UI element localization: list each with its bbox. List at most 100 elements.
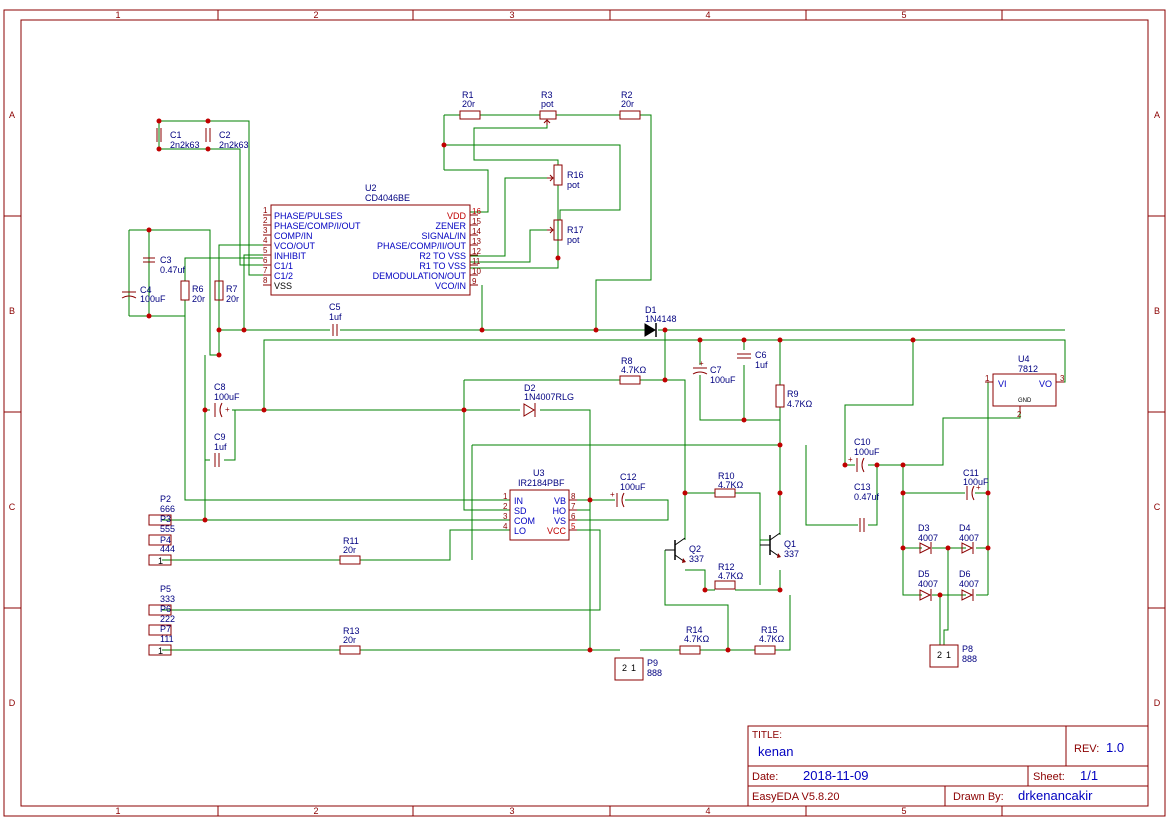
c9-value: 1uf (214, 442, 227, 452)
r3-ref: R3 (541, 90, 553, 100)
connector-p9: 2 1 P9 888 (614, 657, 662, 681)
u2-pin-4-num: 4 (263, 236, 268, 245)
capacitor-c6: C6 1uf (737, 350, 768, 370)
diode-d4: D4 4007 (959, 523, 979, 554)
c11-ref: C11 (963, 468, 979, 478)
r13-ref: R13 (343, 626, 360, 636)
c5-ref: C5 (329, 302, 341, 312)
svg-text:+: + (699, 359, 704, 368)
resistor-r9: R9 4.7KΩ (775, 384, 813, 409)
u4-value: 7812 (1018, 364, 1038, 374)
u3-pin-6-name: VS (554, 516, 566, 526)
r9-ref: R9 (787, 389, 799, 399)
regulator-u4: U4 7812 VI VO GND 1 3 2 (985, 354, 1065, 419)
resistor-r15: R15 4.7KΩ (754, 625, 785, 655)
u2-pin-1-num: 1 (263, 206, 268, 215)
transistor-q1: Q1 337 (760, 532, 799, 559)
capacitor-c5: C5 1uf (329, 302, 342, 336)
r11-value: 20r (343, 545, 356, 555)
p7-value: 111 (160, 634, 174, 644)
zone-row-a-left: A (9, 110, 15, 120)
u2-pin-3-name: COMP/IN (274, 231, 313, 241)
d2-ref: D2 (524, 383, 536, 393)
zone-labels: 1 2 3 4 5 1 2 3 4 5 A B C D A B C D (9, 10, 1161, 816)
p4-pin-1: 1 (158, 556, 163, 566)
q2-ref: Q2 (689, 544, 701, 554)
r6-value: 20r (192, 294, 205, 304)
c11-value: 100uF (963, 477, 989, 487)
u2-pin-10-num: 10 (472, 267, 481, 276)
u3-pin-8-name: VB (554, 496, 566, 506)
c10-value: 100uF (854, 447, 880, 457)
d6-ref: D6 (959, 569, 971, 579)
u2-ref: U2 (365, 183, 377, 193)
c5-value: 1uf (329, 312, 342, 322)
r8-ref: R8 (621, 356, 633, 366)
u3-pin-6-num: 6 (571, 512, 576, 521)
svg-text:+: + (610, 490, 615, 499)
u3-pin-5-num: 5 (571, 522, 576, 531)
u2-pin-6-num: 6 (263, 256, 268, 265)
resistor-r8: R8 4.7KΩ (619, 356, 647, 385)
r15-value: 4.7KΩ (759, 634, 785, 644)
r13-value: 20r (343, 635, 356, 645)
p2-value: 666 (160, 504, 175, 514)
u3-pin-2-num: 2 (503, 502, 508, 511)
r2-value: 20r (621, 99, 634, 109)
u2-pin-4-name: VCO/OUT (274, 241, 316, 251)
c4-ref: C4 (140, 285, 152, 295)
u2-value: CD4046BE (365, 193, 410, 203)
zone-col-1-bottom: 1 (115, 806, 120, 816)
q2-value: 337 (689, 554, 704, 564)
diode-d6: D6 4007 (959, 569, 979, 601)
software-label: EasyEDA V5.8.20 (752, 791, 839, 803)
capacitor-c1: C1 2n2k63 (156, 128, 200, 150)
zone-col-4-bottom: 4 (705, 806, 710, 816)
u2-pin-16-num: 16 (472, 207, 481, 216)
q1-value: 337 (784, 549, 799, 559)
r9-value: 4.7KΩ (787, 399, 813, 409)
u3-pin-1-name: IN (514, 496, 523, 506)
r16-value: pot (567, 180, 580, 190)
svg-text:+: + (976, 483, 981, 492)
zone-row-a-right: A (1154, 110, 1160, 120)
u2-pin-2-num: 2 (263, 216, 268, 225)
connector-p7: 1 P7 111 (148, 624, 174, 656)
u3-pin-1-num: 1 (503, 492, 508, 501)
resistor-r14: R14 4.7KΩ (679, 625, 710, 655)
c8-value: 100uF (214, 392, 240, 402)
r17-ref: R17 (567, 225, 584, 235)
c8-ref: C8 (214, 382, 226, 392)
connector-p5: P5 333 (148, 584, 175, 616)
zone-row-d-left: D (9, 698, 16, 708)
title-block: TITLE: kenan REV: 1.0 Date: 2018-11-09 S… (747, 725, 1149, 807)
capacitor-c10: + C10 100uF (848, 437, 880, 473)
u3-pin-4-num: 4 (503, 522, 508, 531)
sheet-label: Sheet: (1033, 771, 1065, 783)
capacitor-c3: C3 0.47uf (143, 255, 186, 275)
r1-value: 20r (462, 99, 475, 109)
u2-pin-9-name: VCO/IN (435, 281, 466, 291)
resistor-r7: R7 20r (214, 280, 239, 304)
capacitor-c13: C13 0.47uf (854, 482, 880, 532)
p8-pin-2: 2 (937, 650, 942, 660)
p9-value: 888 (647, 668, 662, 678)
c13-value: 0.47uf (854, 492, 880, 502)
u2-pin-11-num: 11 (472, 257, 481, 266)
u3-pin-7-name: HO (553, 506, 567, 516)
connector-p8: 2 1 P8 888 (929, 644, 977, 668)
c2-ref: C2 (219, 130, 231, 140)
p8-pin-1: 1 (946, 650, 951, 660)
zone-row-b-left: B (9, 306, 15, 316)
p4-value: 444 (160, 544, 175, 554)
diode-d5: D5 4007 (918, 569, 938, 601)
r12-ref: R12 (718, 562, 735, 572)
r3-value: pot (541, 99, 554, 109)
c6-ref: C6 (755, 350, 767, 360)
d1-ref: D1 (645, 305, 657, 315)
p3-value: 555 (160, 524, 175, 534)
connector-p4: 1 P4 444 (148, 535, 175, 566)
u2-pin-14-num: 14 (472, 227, 481, 236)
d3-value: 4007 (918, 533, 938, 543)
